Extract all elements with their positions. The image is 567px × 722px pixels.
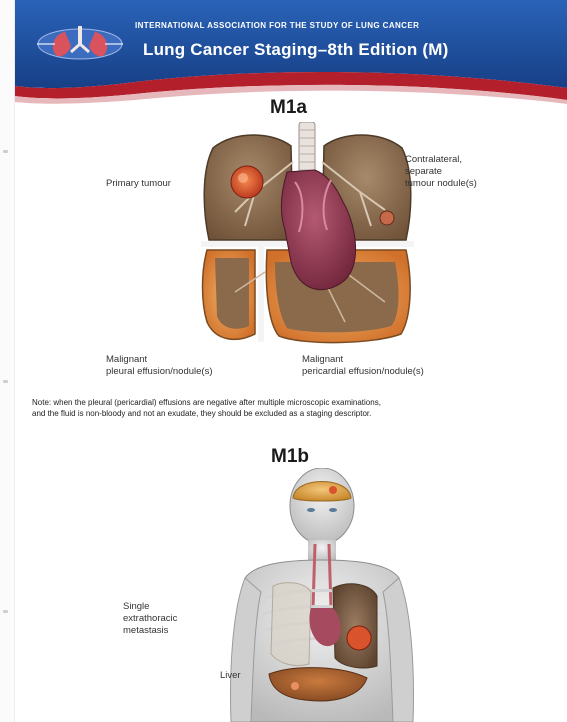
contralateral-label: Contralateral, separate tumour nodule(s) (405, 154, 477, 190)
pericardial-effusion-label: Malignant pericardial effusion/nodule(s) (302, 354, 424, 378)
pleural-line-1: Malignant (106, 354, 213, 366)
liver-label: Liver (220, 670, 241, 682)
m1b-heading: M1b (271, 446, 309, 468)
pericardial-line-1: Malignant (302, 354, 424, 366)
edge-mark (3, 150, 8, 153)
m1a-lung-diagram (195, 122, 420, 372)
page-edge-strip (0, 0, 15, 722)
note-line-1: Note: when the pleural (pericardial) eff… (32, 397, 562, 408)
pericardial-line-2: pericardial effusion/nodule(s) (302, 366, 424, 378)
single-metastasis-label: Single extrathoracic metastasis (123, 601, 177, 637)
header-banner: INTERNATIONAL ASSOCIATION FOR THE STUDY … (15, 0, 567, 110)
staging-note: Note: when the pleural (pericardial) eff… (32, 397, 562, 419)
m1b-body-diagram (225, 468, 420, 722)
single-line-1: Single (123, 601, 177, 613)
m1a-heading: M1a (270, 97, 307, 119)
single-line-2: extrathoracic (123, 613, 177, 625)
primary-tumour-label: Primary tumour (106, 178, 171, 190)
single-line-3: metastasis (123, 625, 177, 637)
page-title: Lung Cancer Staging–8th Edition (M) (143, 40, 448, 60)
contralateral-line-1: Contralateral, (405, 154, 477, 166)
organization-name: INTERNATIONAL ASSOCIATION FOR THE STUDY … (135, 21, 419, 30)
edge-mark (3, 610, 8, 613)
contralateral-line-3: tumour nodule(s) (405, 178, 477, 190)
pleural-effusion-label: Malignant pleural effusion/nodule(s) (106, 354, 213, 378)
pleural-line-2: pleural effusion/nodule(s) (106, 366, 213, 378)
edge-mark (3, 380, 8, 383)
contralateral-line-2: separate (405, 166, 477, 178)
note-line-2: and the fluid is non-bloody and not an e… (32, 408, 562, 419)
